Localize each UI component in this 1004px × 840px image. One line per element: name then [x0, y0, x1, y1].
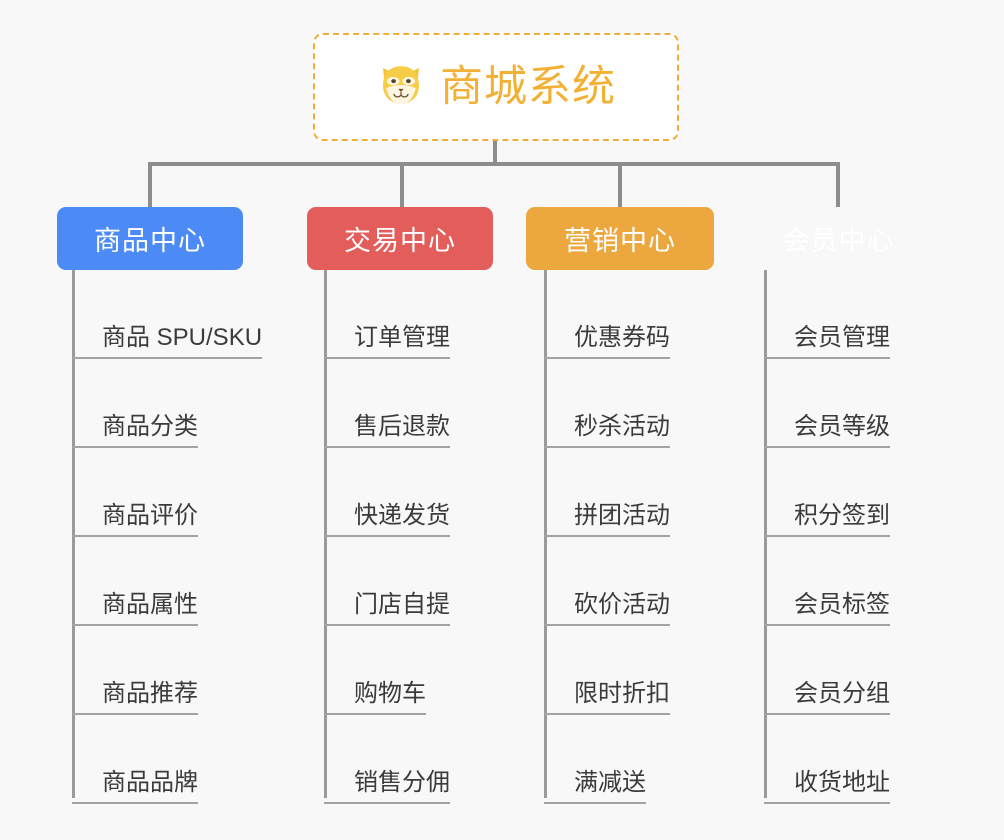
list-item[interactable]: 优惠券码 [544, 270, 670, 359]
list-item[interactable]: 商品评价 [72, 448, 198, 537]
list-item[interactable]: 商品属性 [72, 537, 198, 626]
list-item[interactable]: 商品品牌 [72, 715, 198, 804]
connector-drop-1 [148, 162, 152, 207]
category-header-product[interactable]: 商品中心 [57, 207, 243, 270]
list-item-label: 售后退款 [324, 413, 450, 448]
list-item[interactable]: 会员等级 [764, 359, 890, 448]
list-item[interactable]: 销售分佣 [324, 715, 450, 804]
category-header-label: 营销中心 [564, 226, 676, 256]
list-item-label: 满减送 [544, 769, 646, 804]
list-item[interactable]: 砍价活动 [544, 537, 670, 626]
list-item-label: 商品品牌 [72, 769, 198, 804]
list-item-label: 收货地址 [764, 769, 890, 804]
connector-drop-4 [836, 162, 840, 207]
category-header-trade[interactable]: 交易中心 [307, 207, 493, 270]
list-item[interactable]: 门店自提 [324, 537, 450, 626]
root-title: 商城系统 [440, 62, 616, 111]
connector-drop-3 [618, 162, 622, 207]
list-item-label: 会员标签 [764, 591, 890, 626]
list-item[interactable]: 会员标签 [764, 537, 890, 626]
list-item-label: 优惠券码 [544, 324, 670, 359]
list-item[interactable]: 售后退款 [324, 359, 450, 448]
list-item[interactable]: 限时折扣 [544, 626, 670, 715]
connector-horizontal-bus [148, 162, 836, 166]
list-item-label: 快递发货 [324, 502, 450, 537]
list-item[interactable]: 积分签到 [764, 448, 890, 537]
list-item-label: 商品 SPU/SKU [72, 324, 263, 359]
list-item[interactable]: 收货地址 [764, 715, 890, 804]
list-item[interactable]: 快递发货 [324, 448, 450, 537]
list-item[interactable]: 拼团活动 [544, 448, 670, 537]
list-item-label: 拼团活动 [544, 502, 670, 537]
category-header-label: 会员中心 [782, 226, 895, 256]
list-item-label: 销售分佣 [324, 769, 450, 804]
list-item-label: 购物车 [324, 680, 426, 715]
root-node[interactable]: 商城系统 [313, 33, 679, 141]
list-item-label: 积分签到 [764, 502, 890, 537]
list-item-label: 商品属性 [72, 591, 198, 626]
list-item-label: 门店自提 [324, 591, 450, 626]
list-item-label: 商品推荐 [72, 680, 198, 715]
list-item-label: 商品分类 [72, 413, 198, 448]
list-item[interactable]: 商品 SPU/SKU [72, 270, 263, 359]
list-item[interactable]: 秒杀活动 [544, 359, 670, 448]
list-item-label: 订单管理 [324, 324, 450, 359]
root-connector-stem [493, 141, 497, 165]
shiba-dog-icon [376, 60, 426, 115]
category-header-label: 交易中心 [344, 226, 456, 256]
list-item[interactable]: 商品推荐 [72, 626, 198, 715]
category-header-marketing[interactable]: 营销中心 [526, 207, 714, 270]
root-node-content: 商城系统 [376, 60, 616, 115]
column-spine [324, 270, 327, 798]
category-header-member[interactable]: 会员中心 [745, 207, 932, 270]
list-item[interactable]: 会员分组 [764, 626, 890, 715]
list-item-label: 商品评价 [72, 502, 198, 537]
column-spine [764, 270, 767, 798]
column-spine [72, 270, 75, 798]
list-item-label: 砍价活动 [544, 591, 670, 626]
list-item-label: 会员等级 [764, 413, 890, 448]
list-item-label: 限时折扣 [544, 680, 670, 715]
list-item[interactable]: 购物车 [324, 626, 426, 715]
list-item[interactable]: 商品分类 [72, 359, 198, 448]
category-header-label: 商品中心 [94, 226, 206, 256]
list-item[interactable]: 满减送 [544, 715, 646, 804]
list-item[interactable]: 订单管理 [324, 270, 450, 359]
list-item-label: 会员管理 [764, 324, 890, 359]
list-item-label: 秒杀活动 [544, 413, 670, 448]
list-item[interactable]: 会员管理 [764, 270, 890, 359]
list-item-label: 会员分组 [764, 680, 890, 715]
column-spine [544, 270, 547, 798]
connector-drop-2 [400, 162, 404, 207]
